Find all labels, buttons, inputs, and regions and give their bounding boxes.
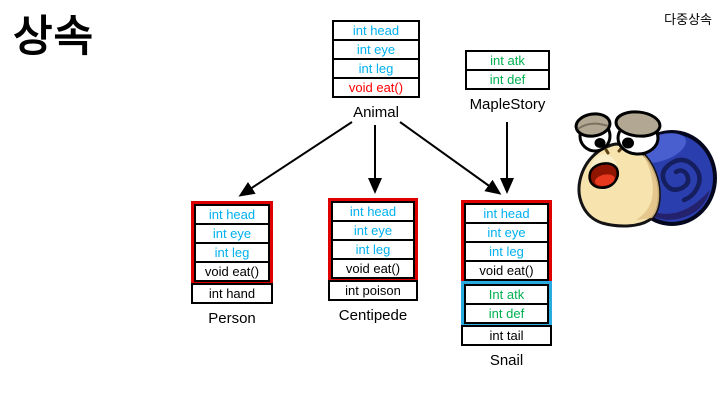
class-label-maplestory: MapleStory [469, 96, 546, 113]
corner-note: 다중상속 [664, 12, 712, 27]
field-row: int leg [464, 241, 549, 262]
snail-left-pupil [594, 138, 606, 148]
class-label-person: Person [208, 310, 256, 327]
field-row: int poison [328, 280, 418, 301]
field-row: int eye [194, 223, 270, 244]
snail-animal-inherited-group: int head int eye int leg void eat() [461, 200, 552, 284]
person-inherited-group: int head int eye int leg void eat() [191, 201, 273, 285]
class-box-animal: int head int eye int leg void eat() Anim… [332, 20, 420, 121]
arrow-animal-to-person [238, 121, 353, 197]
page-title: 상속 [13, 13, 95, 61]
snail-eyes [574, 110, 662, 156]
field-row: int leg [332, 58, 420, 79]
snail-left-eyelid [574, 112, 612, 138]
field-row: int hand [191, 283, 273, 304]
method-row: void eat() [464, 260, 549, 281]
snail-right-pupil [622, 137, 634, 149]
snail-right-eyelid [614, 110, 662, 138]
field-row: int head [332, 20, 420, 41]
field-row: int head [194, 204, 270, 225]
field-row: int eye [464, 222, 549, 243]
field-row: int eye [332, 39, 420, 60]
field-row: int leg [194, 242, 270, 263]
class-box-person: int head int eye int leg void eat() int … [191, 201, 273, 327]
field-row: int def [465, 69, 550, 90]
method-row: void eat() [331, 258, 415, 279]
snail-character-image [574, 110, 717, 228]
maplestory-member-stack: int atk int def [465, 50, 550, 90]
arrow-animal-to-snail [399, 121, 502, 195]
method-row: void eat() [194, 261, 270, 282]
class-label-centipede: Centipede [338, 307, 408, 324]
method-row: void eat() [332, 77, 420, 98]
class-label-animal: Animal [353, 104, 399, 121]
class-label-snail: Snail [489, 352, 524, 369]
field-row: int atk [465, 50, 550, 71]
field-row: int head [464, 203, 549, 224]
class-box-centipede: int head int eye int leg void eat() int … [328, 198, 418, 324]
field-row: int eye [331, 220, 415, 241]
class-box-snail: int head int eye int leg void eat() Int … [461, 200, 552, 369]
centipede-inherited-group: int head int eye int leg void eat() [328, 198, 418, 282]
animal-member-stack: int head int eye int leg void eat() [332, 20, 420, 98]
field-row: Int atk [464, 284, 549, 305]
field-row: int tail [461, 325, 552, 346]
class-box-maplestory: int atk int def MapleStory [465, 50, 550, 113]
field-row: int leg [331, 239, 415, 260]
snail-body [577, 142, 661, 228]
field-row: int def [464, 303, 549, 324]
snail-mouth [588, 162, 619, 190]
field-row: int head [331, 201, 415, 222]
snail-maplestory-inherited-group: Int atk int def [461, 281, 552, 327]
